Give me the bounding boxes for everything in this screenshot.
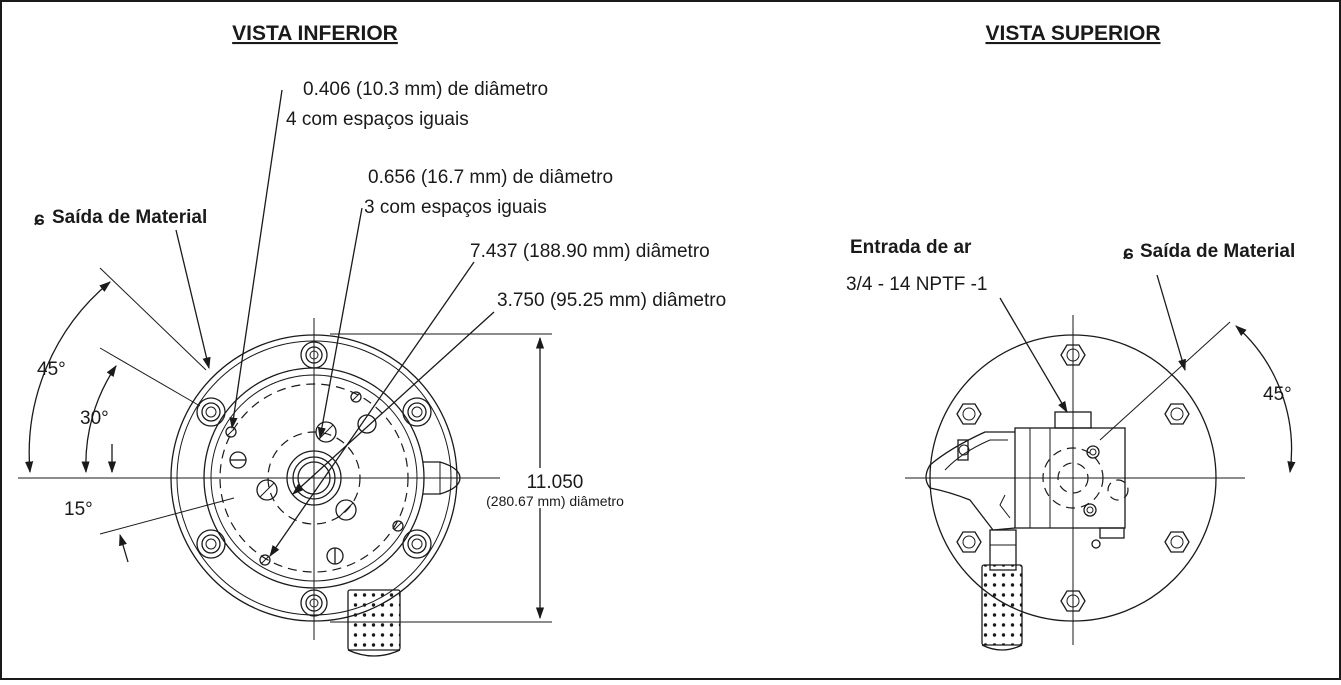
- angle-15-label: 15°: [64, 499, 93, 520]
- large-hole: [335, 499, 357, 521]
- centerline-symbol: ɕ: [34, 209, 45, 230]
- small-hole: [225, 426, 237, 438]
- bottom-view-drawing: [18, 89, 552, 657]
- flange-bolt: [300, 589, 328, 617]
- air-inlet-label: Entrada de ar: [850, 237, 972, 258]
- hex-bolt: [956, 403, 982, 425]
- flange-bolt: [300, 341, 328, 369]
- top-material-outlet-label: Saída de Material: [1140, 241, 1295, 262]
- top-angle-45-label: 45°: [1263, 384, 1292, 405]
- material-outlet-label: Saída de Material: [52, 207, 207, 228]
- hex-bolt: [1060, 344, 1086, 366]
- hex-bolt: [1164, 403, 1190, 425]
- bolt-circle-outer-label: 7.437 (188.90 mm) diâmetro: [470, 241, 710, 262]
- hex-bolt: [1060, 590, 1086, 612]
- muffler: [347, 589, 401, 651]
- overall-dia-mm-label: (280.67 mm) diâmetro: [486, 493, 624, 509]
- bottom-view-title: VISTA INFERIOR: [232, 22, 398, 45]
- large-hole: [256, 479, 278, 501]
- bolt-circle-inner-label: 3.750 (95.25 mm) diâmetro: [497, 290, 726, 311]
- top-centerline-symbol: ɕ: [1123, 243, 1134, 264]
- small-hole: [350, 391, 362, 403]
- hole-small-dia-label: 0.406 (10.3 mm) de diâmetro: [303, 79, 548, 100]
- top-muffler: [981, 564, 1023, 646]
- top-view-drawing: [905, 274, 1296, 651]
- hole-large-count-label: 3 com espaços iguais: [364, 197, 547, 218]
- small-hole: [392, 520, 404, 532]
- angle-45-label: 45°: [37, 359, 66, 380]
- flange-bolt: [402, 397, 432, 427]
- flange-bolt: [196, 529, 226, 559]
- hex-bolt: [1164, 531, 1190, 553]
- top-view-title: VISTA SUPERIOR: [985, 22, 1160, 45]
- hex-bolt: [956, 531, 982, 553]
- flange-bolt: [402, 529, 432, 559]
- angle-30-label: 30°: [80, 408, 109, 429]
- flange-bolt: [196, 397, 226, 427]
- small-hole: [259, 554, 271, 566]
- large-hole: [315, 421, 337, 443]
- hole-small-count-label: 4 com espaços iguais: [286, 109, 469, 130]
- overall-dia-inch-label: 11.050: [527, 472, 584, 493]
- air-inlet-thread-label: 3/4 - 14 NPTF -1: [846, 274, 988, 295]
- hole-large-dia-label: 0.656 (16.7 mm) de diâmetro: [368, 167, 613, 188]
